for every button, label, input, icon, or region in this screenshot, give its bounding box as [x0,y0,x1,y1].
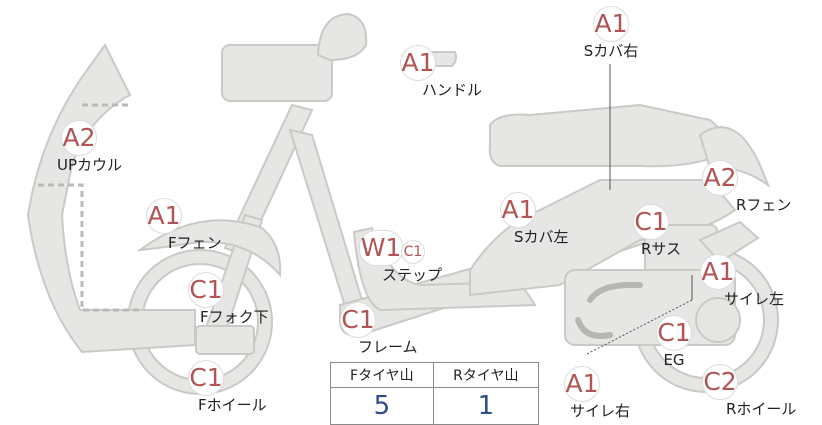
callout-s-cover-left: A1 Sカバ左 [468,192,569,246]
callout-engine: C1 EG [624,315,724,369]
front-tread-value: 5 [330,387,434,425]
callout-fork-lower: C1 Fフォク下 [156,272,269,326]
callout-handle: A1 ハンドル [368,45,483,99]
callout-muffler-left: A1 サイレ左 [668,254,785,308]
tire-tread-table: Fタイヤ山 Rタイヤ山 5 1 [330,362,540,425]
callout-f-fender: A1 Fフェン [114,198,222,252]
engine-hub-shape [695,297,741,343]
grade-badge: C1 [340,302,376,338]
part-label: Fホイール [198,396,267,414]
grade-badge: A2 [702,160,738,196]
callout-r-suspension: C1 Rサス [601,204,701,258]
grade-badge: C1 [188,360,224,396]
callout-f-wheel: C1 Fホイール [156,360,267,414]
tread-header-row: Fタイヤ山 Rタイヤ山 [330,362,540,388]
part-label: Fフォク下 [200,308,269,326]
grade-badge: A1 [500,192,536,228]
grade-badge: A1 [146,198,182,234]
part-label: ステップ [382,266,443,284]
part-label: Fフェン [168,234,222,252]
front-tread-header: Fタイヤ山 [330,362,434,388]
part-label: Sカバ右 [583,42,639,60]
callout-r-wheel: C2 Rホイール [670,364,797,418]
callout-r-fender: A2 Rフェン [670,160,792,214]
grade-badge: W1 [359,230,403,266]
part-label: Rフェン [736,196,792,214]
grade-badge: A1 [593,6,629,42]
headlight-shape [221,44,333,102]
callout-s-cover-right: A1 Sカバ右 [561,6,661,60]
part-label: Rサス [641,240,682,258]
grade-badge: A1 [564,366,600,402]
grade-badge: C2 [702,364,738,400]
grade-badge: A1 [700,254,736,290]
part-label: Sカバ左 [514,228,569,246]
grade-badge-secondary: C1 [401,240,425,265]
part-label: サイレ左 [724,290,785,308]
grade-badge: C1 [188,272,224,308]
part-label: フレーム [358,338,418,356]
fork-lower-shape [195,325,255,355]
rear-tread-header: Rタイヤ山 [432,362,540,388]
mirror-shape [316,12,368,62]
exhaust-pipe-shape [575,282,643,339]
front-fender-shape [136,219,282,278]
tread-value-row: 5 1 [330,387,540,425]
grade-badge: C1 [656,315,692,351]
callout-up-cowl: A2 UPカウル [29,120,129,174]
part-label: UPカウル [57,156,123,174]
callout-frame: C1 フレーム [308,302,418,356]
callout-muffler-right: A1 サイレ右 [532,366,632,420]
grade-badge: C1 [633,204,669,240]
part-label: Rホイール [726,400,797,418]
part-label: EG [663,351,685,369]
seat-shape [488,103,725,168]
grade-badge: A1 [400,45,436,81]
rear-tread-value: 1 [432,387,540,425]
part-label: ハンドル [422,81,483,99]
part-label: サイレ右 [570,402,631,420]
grade-badge: A2 [61,120,97,156]
